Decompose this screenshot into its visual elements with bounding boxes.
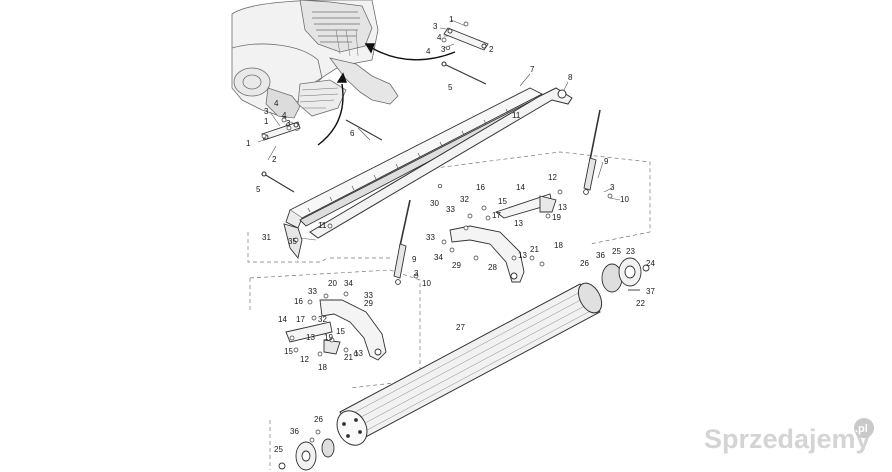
part-label: 27 [456,323,465,332]
part-label: 3 [610,183,615,192]
part-label: 33 [446,205,455,214]
part-label: 9 [412,255,417,264]
watermark: Sprzedajemy .pl [704,418,874,454]
part-label: 15 [498,197,507,206]
part-label: 35 [288,237,297,246]
part-label: 7 [530,65,535,74]
machine-body-illustration [231,0,399,131]
part-label: 8 [568,73,573,82]
watermark-badge-icon [854,418,874,438]
part-label: 29 [364,299,373,308]
part-label: 6 [350,129,355,138]
part-label: 13 [354,349,363,358]
part-label: 31 [262,233,271,242]
part-label: 10 [620,195,629,204]
part-label: 3 [264,107,269,116]
part-label: 33 [364,291,373,300]
part-label: 18 [318,363,327,372]
bearing-right [601,257,650,293]
tie-rod [309,87,573,239]
part-label: 14 [516,183,525,192]
part-label: 3 [433,22,438,31]
rail-slots [307,108,509,213]
fasteners [261,21,613,443]
gas-spring-right [583,109,601,195]
part-label: 28 [488,263,497,272]
part-label: 12 [300,355,309,364]
part-label: 14 [278,315,287,324]
part-label: 15 [336,327,345,336]
part-label: 15 [284,347,293,356]
part-label: 1 [264,117,269,126]
part-label: 3 [286,119,291,128]
arm-bracket-lower [285,299,387,361]
part-label: 2 [272,155,277,164]
pins-and-rods [261,61,487,193]
part-label: 20 [328,279,337,288]
part-label: 36 [596,251,605,260]
part-label: 11 [318,221,327,230]
part-label: 21 [344,353,353,362]
watermark-badge-text: .pl [855,423,868,435]
part-label: 1 [246,139,251,148]
part-label: 21 [530,245,539,254]
part-label: 32 [318,315,327,324]
part-label: 3 [441,45,446,54]
part-label: 33 [426,233,435,242]
bearing-left [278,438,335,471]
watermark-text: Sprzedajemy [704,424,871,454]
callout-arrows [317,43,456,146]
part-number-labels: 1 3 2 4 4 3 5 7 8 3 4 4 3 1 1 2 6 11 9 5… [246,15,655,454]
part-label: 26 [314,415,323,424]
part-label: 25 [612,247,621,256]
part-label: 24 [646,259,655,268]
part-label: 23 [626,247,635,256]
part-label: 19 [552,213,561,222]
roller-drum [336,282,603,446]
part-label: 22 [636,299,645,308]
part-label: 29 [452,261,461,270]
part-label: 33 [308,287,317,296]
part-label: 4 [437,33,442,42]
part-label: 32 [460,195,469,204]
part-label: 17 [492,211,501,220]
part-label: 36 [290,427,299,436]
part-label: 4 [282,111,287,120]
part-label: 5 [448,83,453,92]
gas-spring-center [393,199,411,285]
part-label: 4 [274,99,279,108]
part-label: 10 [422,279,431,288]
part-label: 19 [324,333,333,342]
part-label: 16 [294,297,303,306]
part-label: 11 [512,111,521,120]
part-label: 13 [306,333,315,342]
part-label: 34 [344,279,353,288]
part-label: 12 [548,173,557,182]
part-label: 5 [256,185,261,194]
part-label: 16 [476,183,485,192]
part-label: 18 [554,241,563,250]
part-label: 13 [518,251,527,260]
part-label: 3 [414,269,419,278]
part-label: 37 [646,287,655,296]
part-label: 13 [558,203,567,212]
part-label: 4 [426,47,431,56]
group-outline-upper [247,151,651,263]
arm-bracket-upper [449,193,557,283]
part-label: 30 [430,199,439,208]
part-label: 25 [274,445,283,454]
part-label: 17 [296,315,305,324]
part-label: 9 [604,157,609,166]
part-label: 13 [514,219,523,228]
part-label: 34 [434,253,443,262]
part-label: 2 [489,45,494,54]
part-label: 26 [580,259,589,268]
part-label: 1 [449,15,454,24]
